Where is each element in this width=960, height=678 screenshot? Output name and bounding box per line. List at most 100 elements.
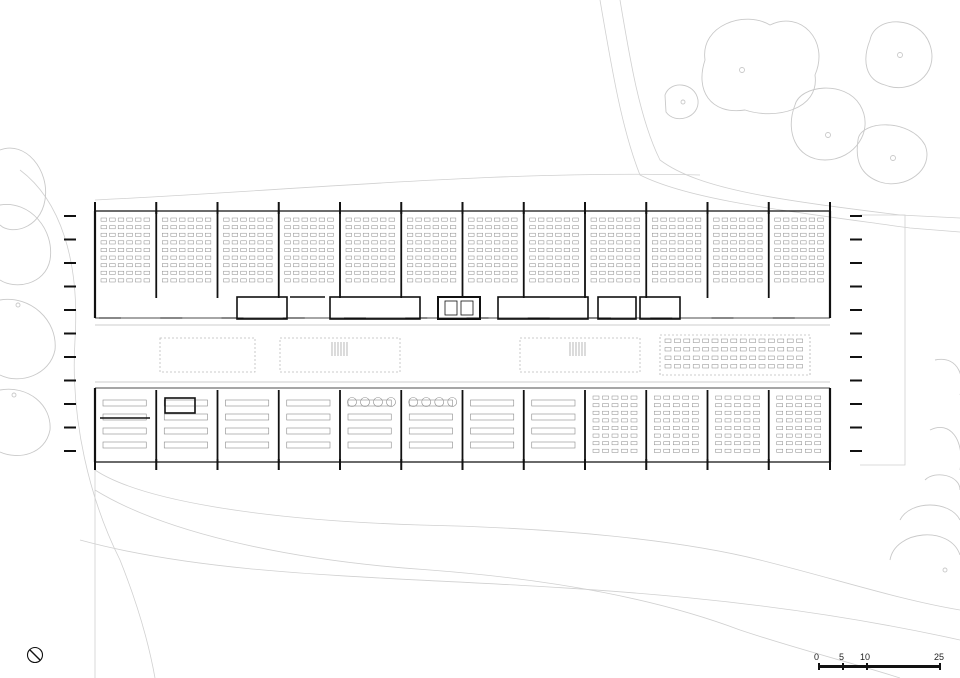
- desk: [345, 225, 352, 230]
- desk: [205, 225, 212, 230]
- desk: [293, 278, 300, 283]
- desk: [730, 263, 737, 268]
- desk: [538, 217, 545, 222]
- desk: [611, 441, 619, 446]
- desk: [734, 441, 741, 446]
- desk: [310, 217, 317, 222]
- desk: [301, 248, 308, 252]
- table: [470, 413, 515, 421]
- desk: [362, 225, 370, 230]
- desk: [808, 270, 816, 275]
- desk: [660, 232, 667, 237]
- desk: [162, 225, 169, 230]
- desk: [126, 240, 133, 245]
- desk: [673, 448, 680, 453]
- desk: [135, 278, 142, 283]
- table: [470, 399, 515, 407]
- desk: [616, 255, 623, 260]
- desk: [170, 278, 177, 283]
- desk: [318, 232, 325, 237]
- desk: [388, 278, 395, 283]
- desk: [805, 403, 812, 408]
- desk: [555, 263, 562, 268]
- desk: [808, 240, 816, 245]
- desk: [630, 441, 638, 446]
- desk: [380, 255, 387, 260]
- desk: [187, 225, 194, 230]
- desk: [800, 278, 807, 283]
- desk: [800, 217, 807, 222]
- desk: [143, 278, 150, 283]
- seat: [692, 355, 700, 360]
- table: [286, 399, 331, 407]
- desk: [511, 240, 518, 245]
- desk: [432, 278, 439, 283]
- desk: [611, 418, 619, 423]
- desk: [284, 225, 291, 230]
- table: [347, 399, 392, 407]
- desk: [756, 270, 763, 275]
- desk: [791, 240, 798, 245]
- desk: [682, 418, 689, 423]
- desk: [371, 240, 378, 245]
- desk: [817, 278, 824, 283]
- desk: [590, 248, 597, 252]
- round-table: [421, 397, 432, 407]
- desk: [599, 263, 606, 268]
- desk: [677, 232, 684, 237]
- desk: [318, 225, 325, 230]
- desk: [126, 255, 133, 260]
- desk: [686, 248, 693, 252]
- desk: [205, 217, 212, 222]
- desk: [663, 418, 670, 423]
- desk: [170, 248, 177, 252]
- desk: [795, 426, 802, 430]
- desk: [592, 418, 600, 423]
- desk: [669, 255, 676, 260]
- desk: [170, 255, 177, 260]
- desk: [485, 232, 492, 237]
- desk: [485, 278, 492, 283]
- corridor-elements: [159, 337, 641, 373]
- desk: [468, 240, 475, 245]
- desk: [162, 278, 169, 283]
- desk: [630, 410, 638, 415]
- desk: [795, 403, 802, 408]
- desk: [677, 263, 684, 268]
- desk: [669, 217, 676, 222]
- desk: [592, 403, 600, 408]
- desk: [652, 278, 659, 283]
- desk: [721, 270, 728, 275]
- desk: [529, 278, 536, 283]
- desk: [602, 395, 609, 400]
- desk: [511, 255, 518, 260]
- desk: [611, 403, 619, 408]
- desk: [592, 441, 600, 446]
- desk: [135, 232, 142, 237]
- desk: [257, 270, 264, 275]
- desk: [371, 278, 378, 283]
- desk: [739, 263, 746, 268]
- seat: [683, 347, 691, 352]
- seat: [730, 355, 738, 360]
- desk: [345, 232, 352, 237]
- desk: [415, 255, 422, 260]
- desk: [654, 448, 661, 453]
- desk: [135, 217, 142, 222]
- desk: [783, 263, 790, 268]
- desk: [590, 240, 597, 245]
- desk: [380, 232, 387, 237]
- desk: [450, 225, 457, 230]
- desk: [654, 441, 661, 446]
- desk: [791, 248, 798, 252]
- desk: [476, 270, 483, 275]
- seat: [749, 338, 756, 343]
- desk: [611, 448, 619, 453]
- desk: [450, 248, 457, 252]
- desk: [380, 263, 387, 268]
- desk: [625, 217, 632, 222]
- table: [408, 399, 453, 407]
- desk: [692, 426, 699, 430]
- seat: [674, 355, 681, 360]
- desk: [817, 240, 824, 245]
